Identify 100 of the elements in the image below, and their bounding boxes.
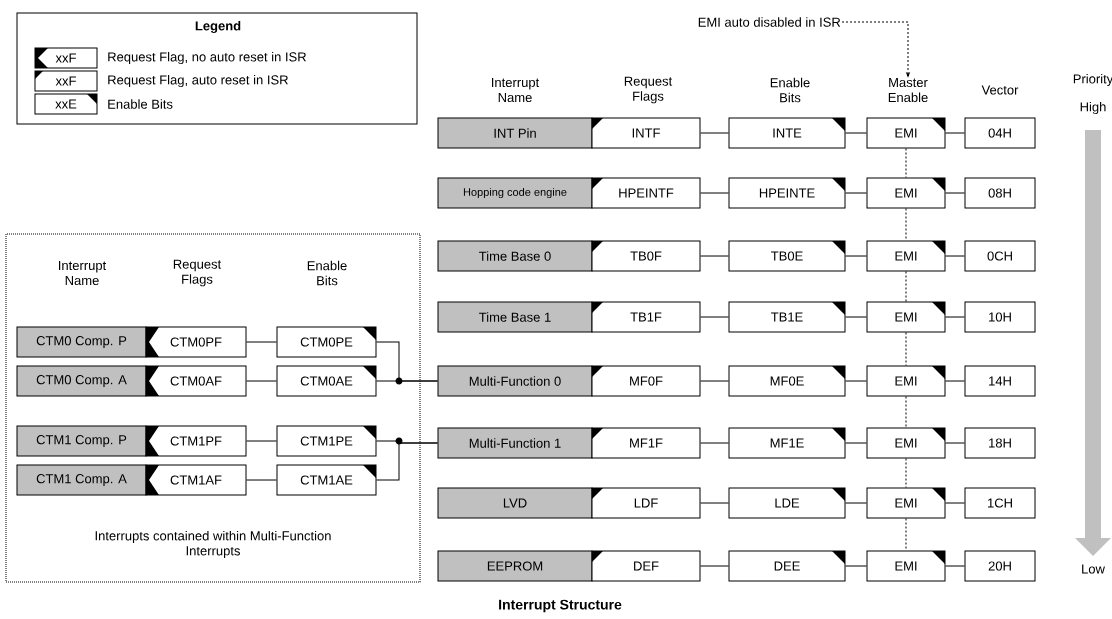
enable-bit-box: CTM1AE: [276, 464, 377, 496]
vector-box: 14H: [964, 365, 1036, 397]
note-text: EMI auto disabled in ISR: [698, 17, 841, 27]
connector-line: [700, 565, 729, 567]
interrupt-name-box: Time Base 0: [437, 240, 593, 272]
connector-line: [845, 192, 867, 194]
connector-line: [700, 192, 729, 194]
connector-line: [376, 380, 438, 382]
connector-line: [841, 21, 910, 77]
master-enable-box: EMI: [866, 550, 946, 582]
connector-line: [246, 440, 277, 442]
column-header: Vector: [981, 85, 1019, 95]
connector-line: [700, 380, 729, 382]
enable-bit-box: CTM1PE: [276, 425, 377, 457]
column-header: Request Flags: [624, 76, 673, 104]
request-flag-box: CTM1AF: [145, 464, 247, 496]
enable-bit-box: CTM0PE: [276, 326, 377, 358]
column-header: Master Enable: [888, 77, 928, 103]
connector-line: [945, 255, 965, 257]
connector-line: [905, 396, 907, 428]
interrupt-name-box: CTM1 Comp. P: [16, 425, 147, 457]
vector-box: 08H: [964, 177, 1036, 209]
priority-label: Low: [1082, 564, 1105, 574]
request-flag-box: TB1F: [591, 301, 701, 333]
vector-box: 0CH: [964, 240, 1036, 272]
request-flag-box: CTM0AF: [145, 365, 247, 397]
column-header: Interrupt Name: [59, 260, 107, 286]
legend-title: Legend: [195, 20, 241, 34]
connector-line: [905, 148, 907, 178]
connector-line: [246, 479, 277, 481]
caption: Interrupt Structure: [499, 599, 622, 613]
request-flag-box: INTF: [591, 117, 701, 149]
connector-line: [945, 132, 965, 134]
column-header: Request Flags: [173, 259, 222, 287]
master-enable-box: EMI: [866, 487, 946, 519]
column-header: Interrupt Name: [492, 77, 540, 103]
enable-bit-box: CTM0AE: [276, 365, 377, 397]
master-enable-box: EMI: [866, 365, 946, 397]
interrupt-name-box: INT Pin: [437, 117, 593, 149]
interrupt-name-box: CTM1 Comp. A: [16, 464, 147, 496]
request-flag-box: CTM0PF: [145, 326, 247, 358]
connector-line: [945, 442, 965, 444]
interrupt-name-box: CTM0 Comp. P: [16, 326, 147, 358]
connector-line: [945, 192, 965, 194]
connector-line: [845, 255, 867, 257]
interrupt-name-box: Time Base 1: [437, 301, 593, 333]
column-header: Enable Bits: [307, 260, 347, 286]
master-enable-box: EMI: [866, 240, 946, 272]
connector-line: [700, 316, 729, 318]
request-flag-box: MF1F: [591, 427, 701, 459]
connector-line: [905, 208, 907, 241]
interrupt-name-box: EEPROM: [437, 550, 593, 582]
enable-bit-box: DEE: [728, 550, 846, 582]
connector-line: [845, 565, 867, 567]
request-flag-box: MF0F: [591, 365, 701, 397]
vector-box: 10H: [964, 301, 1036, 333]
connector-line: [845, 132, 867, 134]
request-flag-box: CTM1PF: [145, 425, 247, 457]
column-header: Enable Bits: [770, 77, 810, 103]
connector-line: [845, 502, 867, 504]
request-flag-box: HPEINTF: [591, 177, 701, 209]
request-flag-box: DEF: [591, 550, 701, 582]
master-enable-box: EMI: [866, 177, 946, 209]
connector-line: [905, 271, 907, 302]
connector-line: [246, 341, 277, 343]
enable-bit-box: TB0E: [728, 240, 846, 272]
interrupt-name-box: Multi-Function 0: [437, 365, 593, 397]
enable-bit-box: MF1E: [728, 427, 846, 459]
request-flag-box: LDF: [591, 487, 701, 519]
vector-box: 18H: [964, 427, 1036, 459]
connector-line: [700, 255, 729, 257]
request-flag-box: TB0F: [591, 240, 701, 272]
connector-line: [905, 518, 907, 551]
legend-text: Request Flag, no auto reset in ISR: [108, 51, 306, 65]
enable-bit-box: HPEINTE: [728, 177, 846, 209]
master-enable-box: EMI: [866, 117, 946, 149]
connector-line: [905, 458, 907, 488]
connector-line: [845, 442, 867, 444]
interrupt-name-box: Multi-Function 1: [437, 427, 593, 459]
connector-line: [945, 565, 965, 567]
vector-box: 1CH: [964, 487, 1036, 519]
vector-box: 20H: [964, 550, 1036, 582]
connector-line: [945, 380, 965, 382]
legend-sample: xxF: [34, 47, 98, 69]
connector-line: [945, 502, 965, 504]
vector-box: 04H: [964, 117, 1036, 149]
connector-line: [945, 316, 965, 318]
enable-bit-box: TB1E: [728, 301, 846, 333]
connector-line: [246, 380, 277, 382]
legend-text: Enable Bits: [108, 99, 173, 109]
interrupt-name-box: LVD: [437, 487, 593, 519]
enable-bit-box: MF0E: [728, 365, 846, 397]
interrupt-name-box: Hopping code engine: [437, 177, 593, 209]
connector-line: [905, 332, 907, 366]
enable-bit-box: LDE: [728, 487, 846, 519]
connector-line: [845, 380, 867, 382]
legend-sample: xxE: [34, 93, 98, 115]
connector-line: [700, 442, 729, 444]
legend-text: Request Flag, auto reset in ISR: [108, 74, 288, 88]
interrupt-name-box: CTM0 Comp. A: [16, 365, 147, 397]
